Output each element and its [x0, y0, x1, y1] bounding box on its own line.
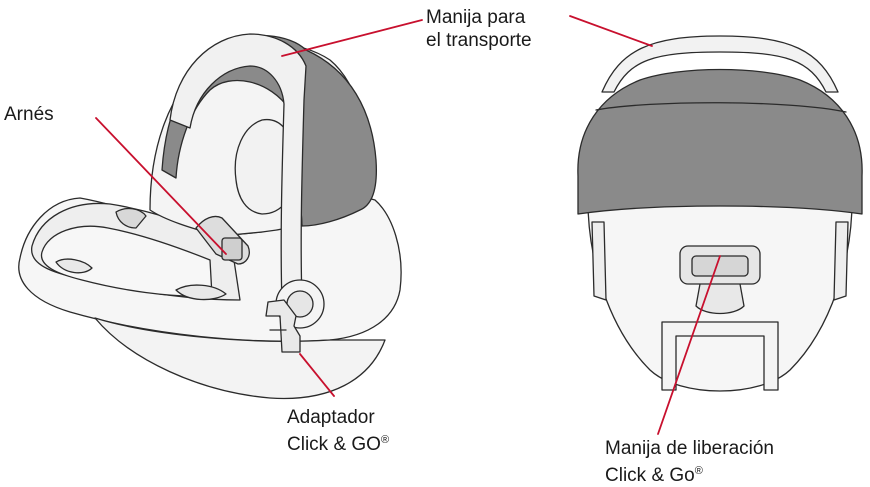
leader-handle-right: [570, 16, 652, 46]
adapter-label-text: Click & GO: [287, 434, 381, 455]
harness-buckle: [222, 238, 242, 260]
release-label-line2: Click & Go®: [605, 460, 774, 487]
release-label-line1: Manija de liberación: [605, 437, 774, 460]
registered-mark: ®: [695, 465, 703, 477]
left-support: [592, 222, 606, 300]
release-handle-label: Manija de liberación Click & Go®: [605, 437, 774, 487]
adapter-label-line1: Adaptador: [287, 406, 389, 429]
carry-handle-label-line2: el transporte: [426, 29, 532, 52]
adapter-label-line2: Click & GO®: [287, 429, 389, 456]
right-support: [834, 222, 848, 300]
carry-handle-label-line1: Manija para: [426, 6, 532, 29]
rear-canopy: [578, 70, 862, 215]
adapter-label: Adaptador Click & GO®: [287, 406, 389, 456]
leader-handle-left: [282, 20, 422, 56]
harness-label: Arnés: [4, 103, 54, 126]
car-seat-side-view: [19, 34, 401, 398]
carry-handle-label: Manija para el transporte: [426, 6, 532, 52]
release-label-text: Click & Go: [605, 465, 695, 486]
release-handle-grip: [692, 256, 748, 276]
car-seat-rear-view: [578, 36, 862, 391]
registered-mark: ®: [381, 434, 389, 446]
